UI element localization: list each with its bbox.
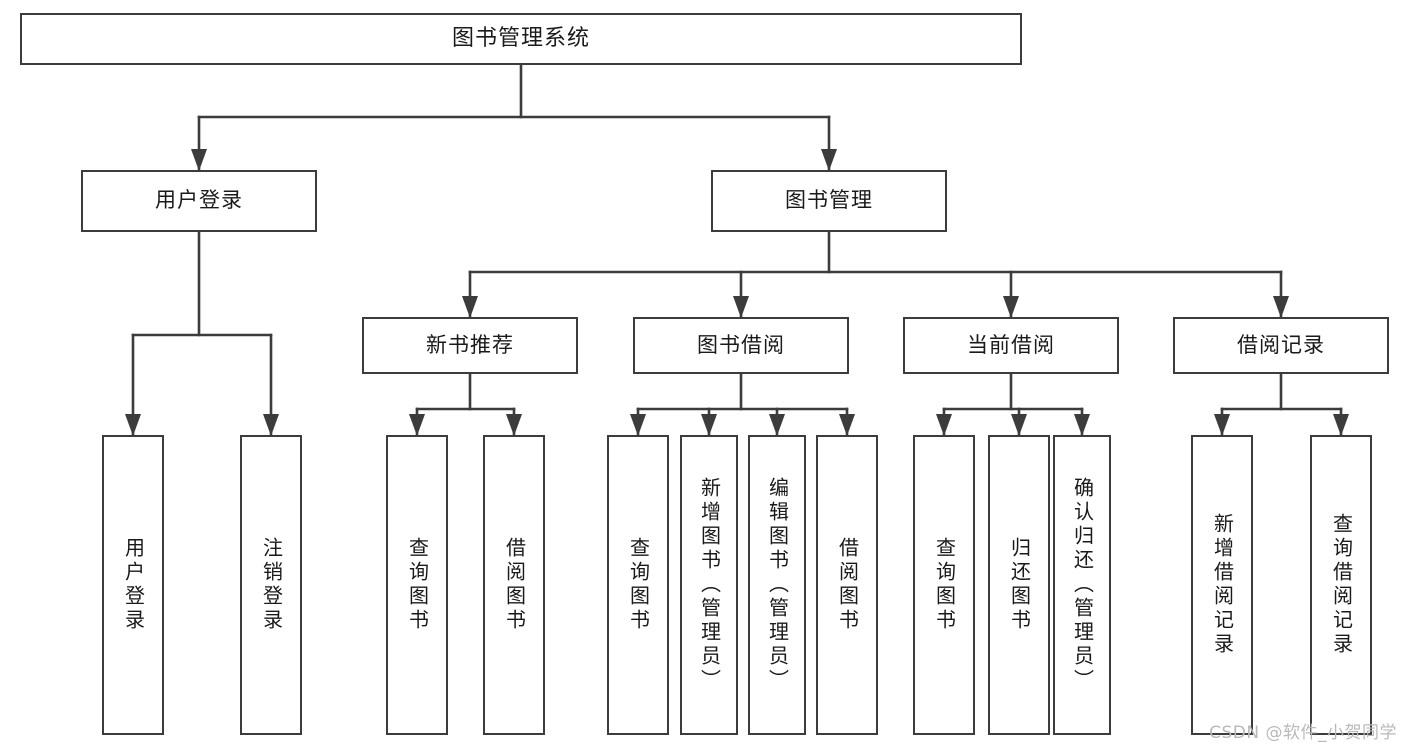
node-level4[interactable]: 查询图书 (607, 435, 669, 735)
arrowhead-icon (1003, 296, 1019, 318)
node-level4[interactable]: 借阅图书 (816, 435, 878, 735)
node-label: 用户登录 (155, 188, 243, 213)
node-label: 新增图书（管理员） (697, 477, 722, 693)
node-label: 查询图书 (405, 537, 430, 633)
node-level4[interactable]: 编辑图书（管理员） (748, 435, 806, 735)
node-label: 图书管理系统 (451, 25, 590, 51)
node-level4[interactable]: 确认归还（管理员） (1053, 435, 1111, 735)
node-label: 查询借阅记录 (1329, 513, 1354, 657)
node-label: 借阅图书 (835, 537, 860, 633)
node-level3[interactable]: 当前借阅 (903, 317, 1119, 374)
node-level4[interactable]: 借阅图书 (483, 435, 545, 735)
arrowhead-icon (839, 414, 855, 436)
arrowhead-icon (1074, 414, 1090, 436)
node-label: 查询图书 (626, 537, 651, 633)
node-label: 借阅记录 (1237, 332, 1325, 357)
node-level4[interactable]: 归还图书 (988, 435, 1050, 735)
arrowhead-icon (462, 296, 478, 318)
node-label: 查询图书 (932, 537, 957, 633)
arrowhead-icon (821, 149, 837, 171)
arrowhead-icon (125, 414, 141, 436)
node-label: 编辑图书（管理员） (765, 477, 790, 693)
arrowhead-icon (1273, 296, 1289, 318)
arrowhead-icon (1214, 414, 1230, 436)
node-level4[interactable]: 注销登录 (240, 435, 302, 735)
node-root[interactable]: 图书管理系统 (20, 13, 1022, 65)
node-level4[interactable]: 查询图书 (386, 435, 448, 735)
node-level3[interactable]: 新书推荐 (362, 317, 578, 374)
node-label: 当前借阅 (967, 332, 1055, 357)
node-level2[interactable]: 用户登录 (81, 170, 317, 232)
node-label: 图书管理 (785, 188, 873, 213)
node-level3[interactable]: 借阅记录 (1173, 317, 1389, 374)
node-label: 新书推荐 (426, 332, 514, 357)
arrowhead-icon (1333, 414, 1349, 436)
node-level3[interactable]: 图书借阅 (633, 317, 849, 374)
arrowhead-icon (769, 414, 785, 436)
arrowhead-icon (701, 414, 717, 436)
watermark: CSDN @软件_小贺同学 (1209, 723, 1397, 743)
node-level4[interactable]: 新增图书（管理员） (680, 435, 738, 735)
node-level4[interactable]: 用户登录 (102, 435, 164, 735)
arrowhead-icon (733, 296, 749, 318)
node-level4[interactable]: 查询借阅记录 (1310, 435, 1372, 735)
arrowhead-icon (506, 414, 522, 436)
node-label: 用户登录 (121, 537, 146, 633)
arrowhead-icon (191, 149, 207, 171)
arrowhead-icon (1011, 414, 1027, 436)
node-label: 图书借阅 (697, 332, 785, 357)
node-level4[interactable]: 查询图书 (913, 435, 975, 735)
node-label: 确认归还（管理员） (1070, 477, 1095, 693)
node-level4[interactable]: 新增借阅记录 (1191, 435, 1253, 735)
node-label: 借阅图书 (502, 537, 527, 633)
node-label: 注销登录 (259, 537, 284, 633)
node-level2[interactable]: 图书管理 (711, 170, 947, 232)
arrowhead-icon (263, 414, 279, 436)
node-label: 归还图书 (1007, 537, 1032, 633)
arrowhead-icon (409, 414, 425, 436)
arrowhead-icon (630, 414, 646, 436)
arrowhead-icon (936, 414, 952, 436)
node-label: 新增借阅记录 (1210, 513, 1235, 657)
